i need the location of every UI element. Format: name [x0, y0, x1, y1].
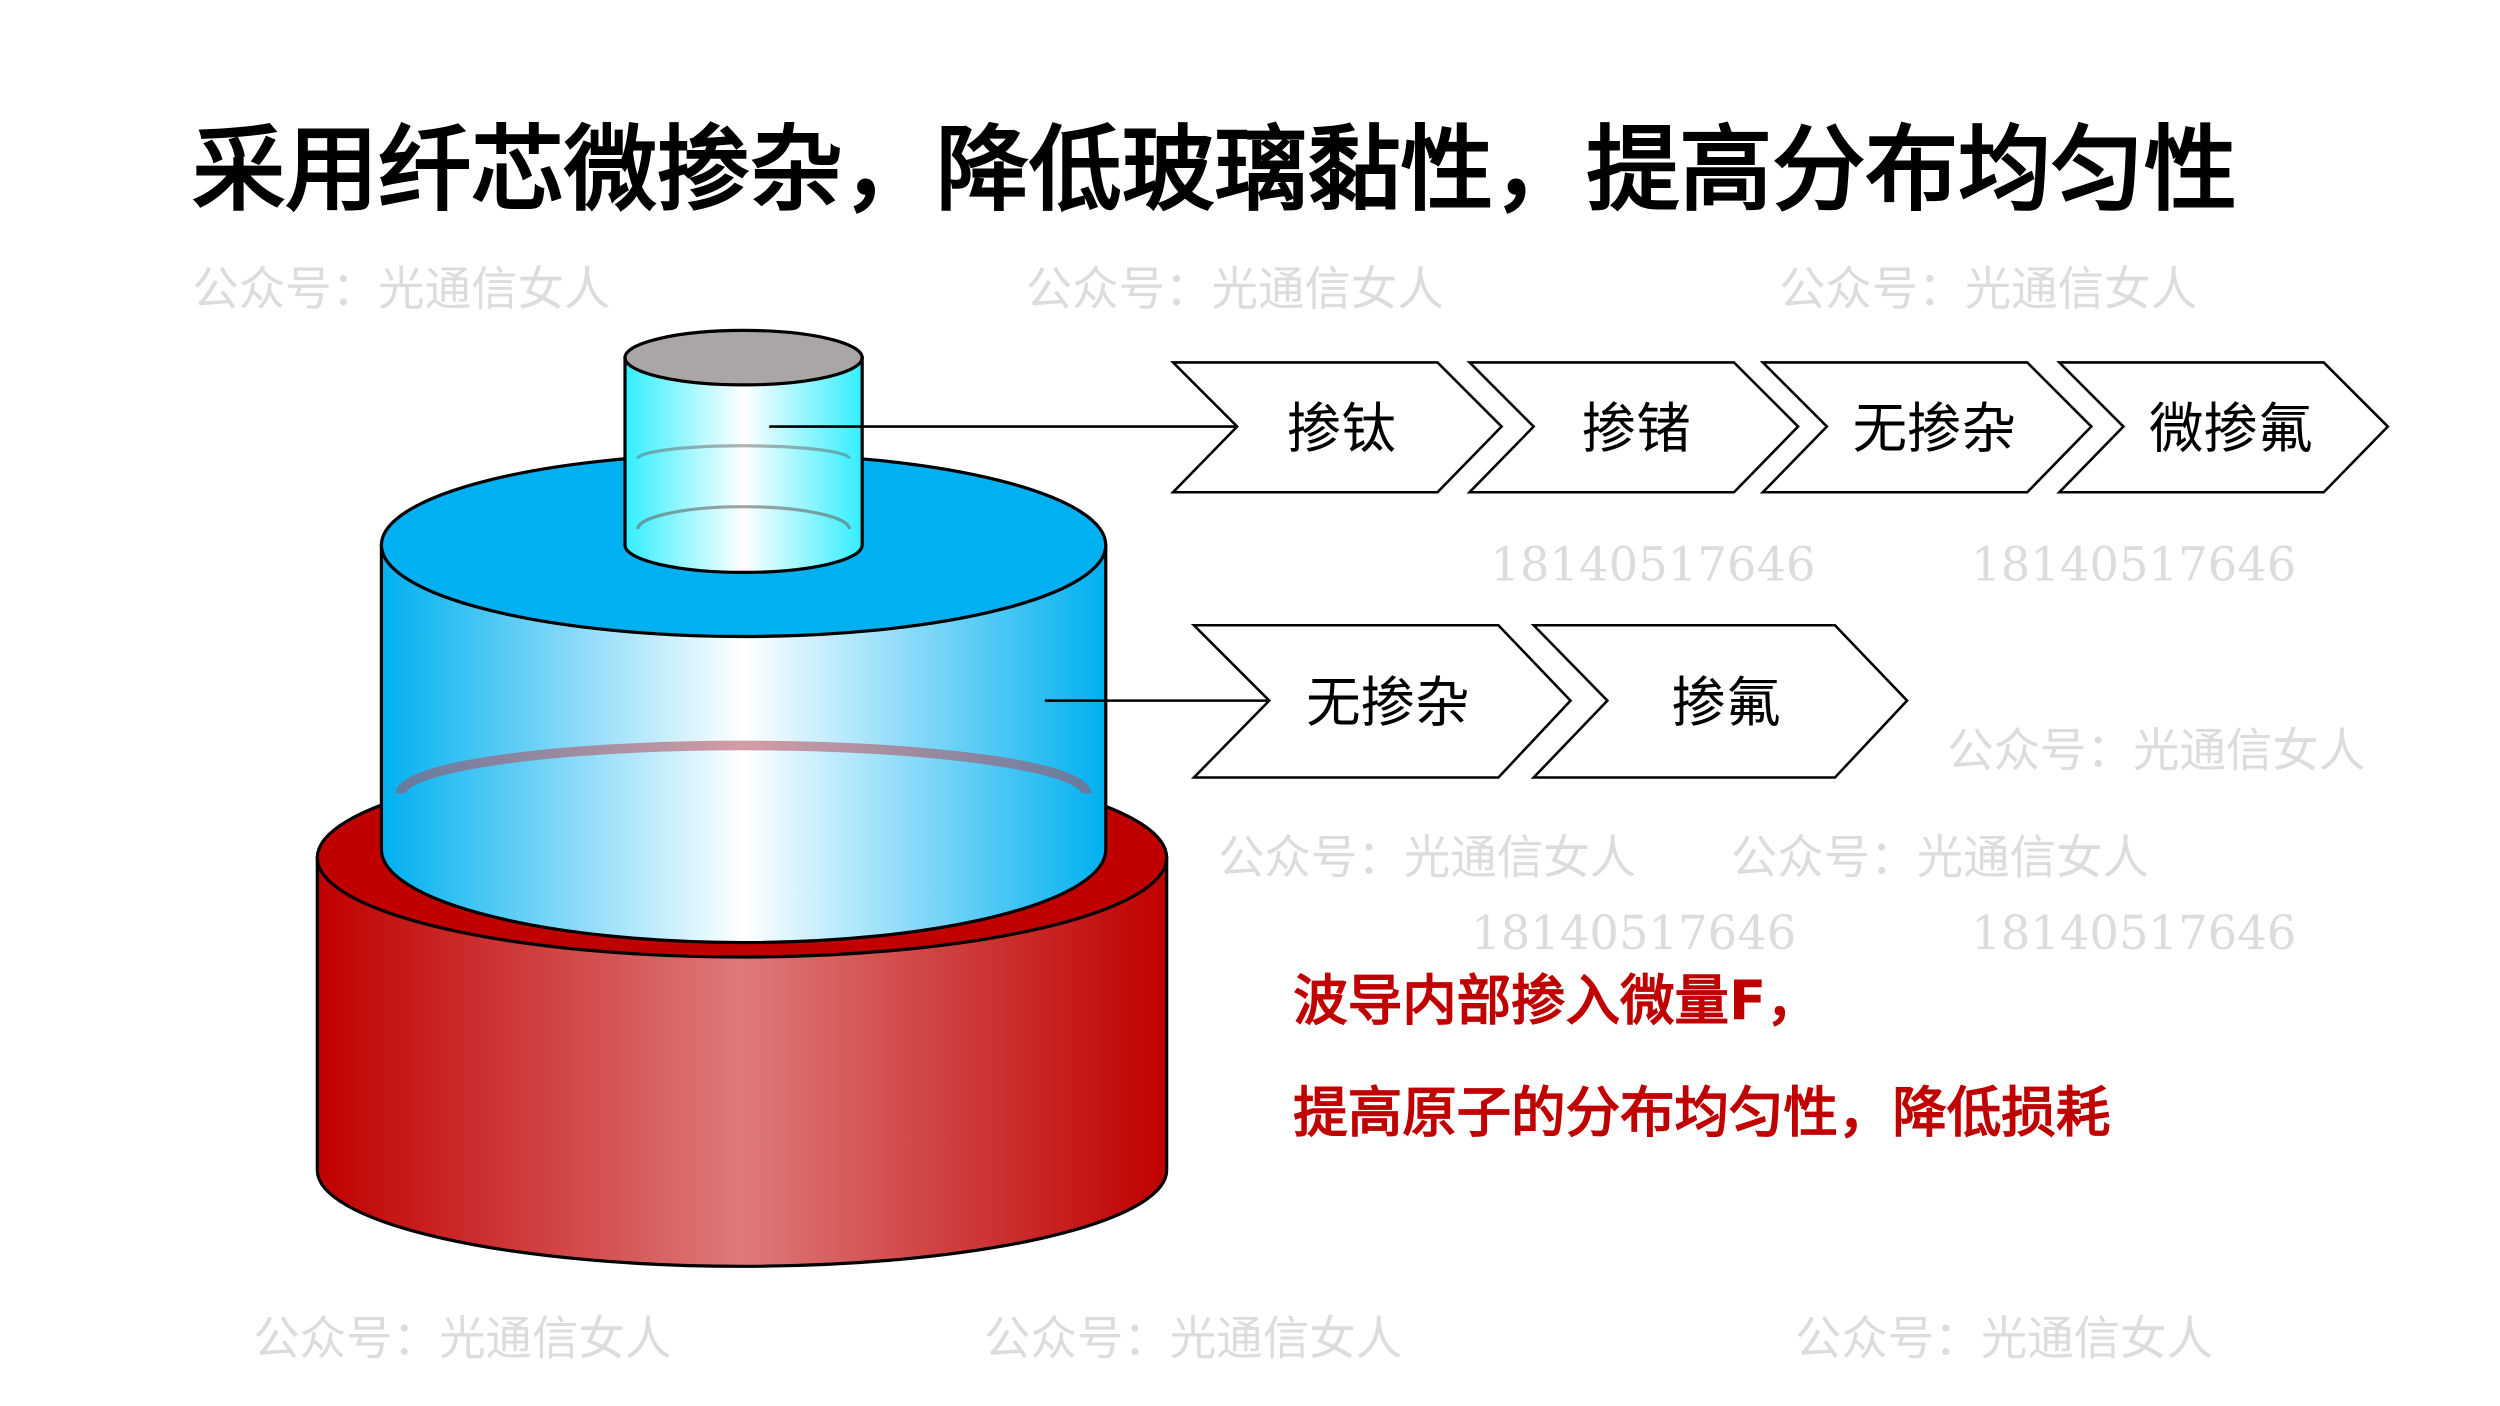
watermark-phone: 18140517646	[1971, 906, 2296, 960]
watermark-account: 公众号：光通信女人	[1779, 262, 2197, 316]
watermark-account: 公众号：光通信女人	[984, 1311, 1402, 1365]
watermark-account: 公众号：光通信女人	[1947, 723, 2365, 777]
watermark-account: 公众号：光通信女人	[1795, 1311, 2213, 1365]
chevron-label: 掺钛	[1287, 396, 1396, 460]
inner-cladding-cylinder	[379, 452, 1108, 945]
core-cylinder	[623, 328, 864, 574]
chevron-label: 无掺杂	[1306, 670, 1469, 734]
chevron-label: 无掺杂	[1853, 396, 2016, 460]
watermark-account: 公众号：光通信女人	[192, 262, 610, 316]
watermark-phone: 18140517646	[1471, 906, 1796, 960]
chevron-label: 掺氟	[1671, 670, 1780, 734]
watermark-account: 公众号：光通信女人	[1731, 831, 2149, 885]
chevron-label: 掺锗	[1582, 396, 1691, 460]
chevron-step: 无掺杂	[1190, 623, 1573, 779]
watermark-account: 公众号：光通信女人	[1026, 262, 1444, 316]
note-line-1: 波导内部掺入微量F，	[1293, 969, 1820, 1033]
chevron-step: 微掺氟	[2056, 361, 2390, 494]
chevron-step: 掺钛	[1169, 361, 1504, 494]
watermark-phone: 18140517646	[1490, 537, 1815, 591]
cladding-doping-chevrons: 无掺杂 掺氟	[1190, 623, 1909, 779]
chevron-step: 掺氟	[1530, 623, 1909, 779]
page-title: 采用纤芯微掺杂，降低玻璃黏性，提高分布均匀性	[192, 116, 2237, 224]
chevron-label: 微掺氟	[2149, 396, 2312, 460]
chevron-step: 无掺杂	[1759, 361, 2094, 494]
watermark-account: 公众号：光通信女人	[253, 1311, 671, 1365]
watermarks: 公众号：光通信女人 公众号：光通信女人 公众号：光通信女人 公众号：光通信女人 …	[192, 262, 2365, 1366]
watermark-phone: 18140517646	[1971, 537, 2296, 591]
core-doping-chevrons: 掺钛 掺锗 无掺杂 微掺氟	[1169, 361, 2390, 494]
note-line-2: 提高原子的分布均匀性，降低损耗	[1293, 1081, 2110, 1145]
chevron-step: 掺锗	[1466, 361, 1800, 494]
watermark-account: 公众号：光通信女人	[1218, 831, 1636, 885]
